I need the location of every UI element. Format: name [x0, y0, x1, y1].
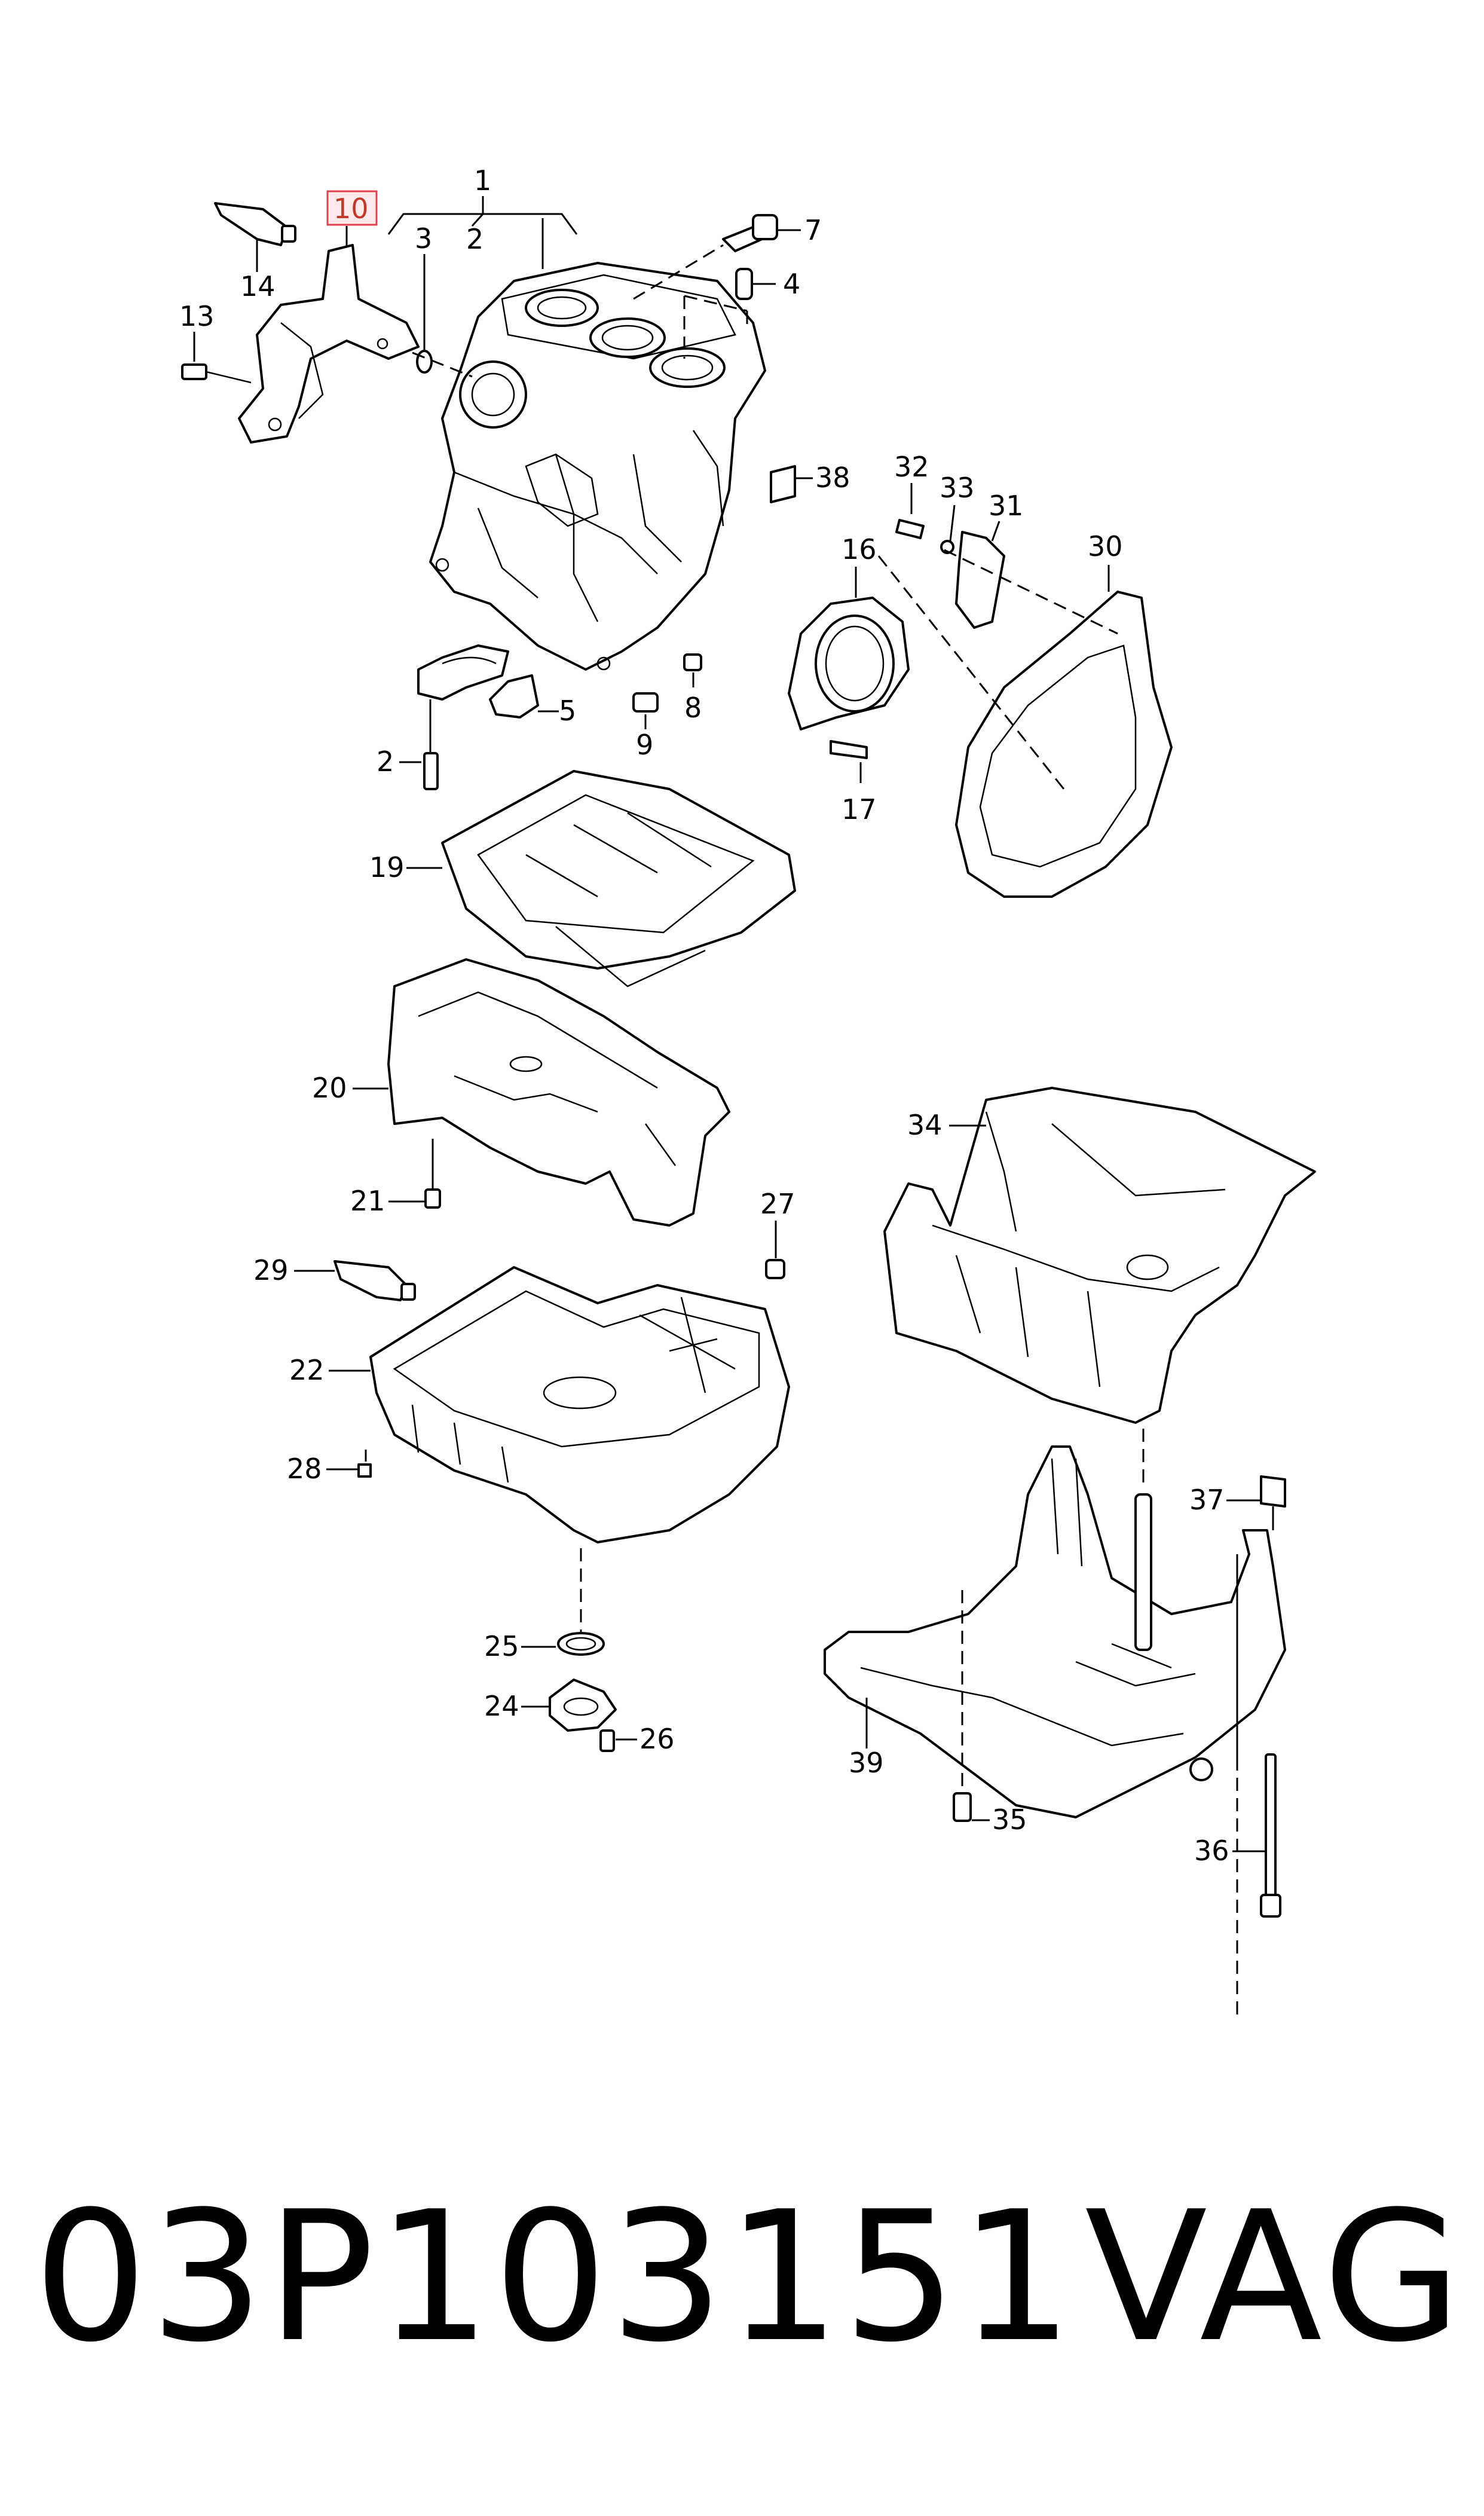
part-26-bolt: 26	[599, 1723, 675, 1755]
callout-26: 26	[640, 1723, 675, 1755]
part-9-sleeve: 9	[632, 692, 659, 761]
part-32-bolt: 32	[894, 451, 929, 539]
exploded-parts-diagram: 1 2 3 10 13 14 7	[179, 164, 1316, 2020]
callout-22: 22	[289, 1354, 325, 1386]
callout-25: 25	[484, 1630, 519, 1662]
part-34-upper-shield: 34	[883, 1087, 1316, 1424]
callout-34: 34	[907, 1109, 943, 1141]
callout-10: 10	[333, 192, 369, 225]
part-3-pin: 3	[415, 222, 433, 374]
callout-2: 2	[466, 223, 484, 255]
callout-36: 36	[1194, 1835, 1229, 1867]
callout-14: 14	[240, 270, 276, 302]
callout-16: 16	[842, 533, 877, 565]
part-35-bolt: 35	[953, 1590, 1027, 1836]
callout-1: 1	[474, 164, 491, 197]
callout-5: 5	[559, 695, 576, 727]
part-24-strainer: 24	[484, 1679, 617, 1732]
part-28-bolt: 28	[287, 1450, 372, 1485]
part-8-dowel: 8	[683, 653, 702, 724]
part-25-seal-ring: 25	[484, 1548, 605, 1662]
callout-27: 27	[760, 1188, 795, 1220]
callout-39: 39	[849, 1747, 884, 1779]
callout-28: 28	[287, 1453, 322, 1485]
part-16-seal-flange: 16	[788, 533, 910, 730]
part-13-bolt: 13	[179, 300, 252, 384]
part-21-bolt: 21	[350, 1139, 441, 1217]
callout-13: 13	[179, 300, 215, 332]
part-14-sealant-tube: 14	[214, 202, 296, 302]
part-number: 03P103151	[33, 2173, 1076, 2382]
brand-name: VAG	[1085, 2173, 1465, 2382]
part-30-rear-cover: 30	[877, 530, 1173, 898]
callout-8: 8	[684, 692, 702, 724]
callout-7: 7	[804, 214, 822, 246]
callout-21: 21	[350, 1185, 385, 1217]
callout-31: 31	[989, 490, 1024, 522]
callout-32: 32	[894, 451, 929, 483]
part-7-plug: 7	[633, 214, 822, 300]
callout-3: 3	[415, 222, 432, 255]
part-36-long-bolt: 36	[1194, 1566, 1281, 1918]
part-19-bearing-frame: 19	[369, 770, 796, 988]
engine-block	[429, 262, 766, 671]
callout-9: 9	[636, 729, 653, 761]
part-33-washer: 33	[940, 472, 975, 554]
part-17-bolt: 17	[830, 740, 877, 826]
part-39-lower-shield: 39	[824, 1445, 1286, 1818]
callout-2-lower: 2	[377, 745, 394, 778]
part-27-plug: 27	[760, 1188, 795, 1279]
part-38-cap: 38	[770, 461, 850, 503]
part-31-sender: 31	[955, 490, 1024, 629]
part-10-bracket: 10	[238, 190, 473, 444]
callout-35: 35	[992, 1803, 1027, 1836]
callout-30: 30	[1088, 530, 1123, 562]
bearing-cap: 2	[377, 644, 509, 790]
callout-17: 17	[842, 793, 877, 826]
part-5-jet: 5	[489, 674, 576, 727]
callout-20: 20	[312, 1072, 347, 1104]
callout-24: 24	[484, 1690, 519, 1722]
callout-37: 37	[1189, 1484, 1225, 1516]
callout-38: 38	[815, 461, 850, 494]
part-20-baffle: 20	[312, 958, 730, 1227]
callout-33: 33	[940, 472, 975, 504]
callout-10-highlight-box	[326, 190, 378, 226]
callout-19: 19	[369, 851, 405, 883]
part-22-oil-pan: 22	[289, 1266, 790, 1543]
part-29-sealant-tube: 29	[253, 1254, 416, 1301]
callout-29: 29	[253, 1254, 289, 1286]
part-37-clip: 37	[1189, 1475, 1286, 1530]
callout-group-1: 1 2	[387, 164, 578, 269]
callout-4: 4	[783, 268, 800, 300]
part-4-dowel: 4	[683, 268, 800, 359]
